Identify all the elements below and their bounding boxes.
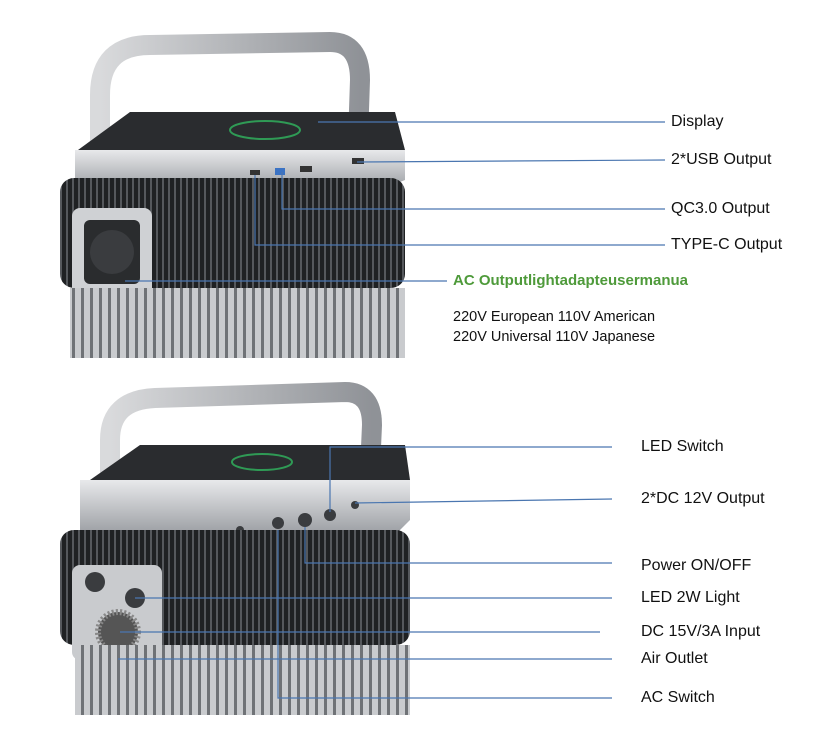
- label-dc-12v-output: 2*DC 12V Output: [641, 490, 765, 507]
- label-ac-switch: AC Switch: [641, 689, 715, 706]
- label-led-switch: LED Switch: [641, 438, 724, 455]
- label-dc-input: DC 15V/3A Input: [641, 623, 761, 640]
- label-qc30-output: QC3.0 Output: [671, 200, 770, 217]
- power-station-rear-view: [60, 381, 410, 715]
- label-ac-output: AC Outputlightadapteusermanua: [453, 272, 689, 289]
- ac-spec-line-1: 220V European 110V American: [453, 309, 656, 325]
- label-led-light: LED 2W Light: [641, 589, 740, 606]
- label-power-on-off: Power ON/OFF: [641, 557, 752, 574]
- label-usb-output: 2*USB Output: [671, 151, 772, 168]
- ac-spec-line-2: 220V Universal 110V Japanese: [453, 329, 656, 345]
- label-type-c-output: TYPE-C Output: [671, 236, 783, 253]
- leader-lines: [118, 121, 666, 699]
- label-air-outlet: Air Outlet: [641, 650, 708, 667]
- label-display: Display: [671, 113, 724, 130]
- power-station-front-view: [60, 31, 405, 358]
